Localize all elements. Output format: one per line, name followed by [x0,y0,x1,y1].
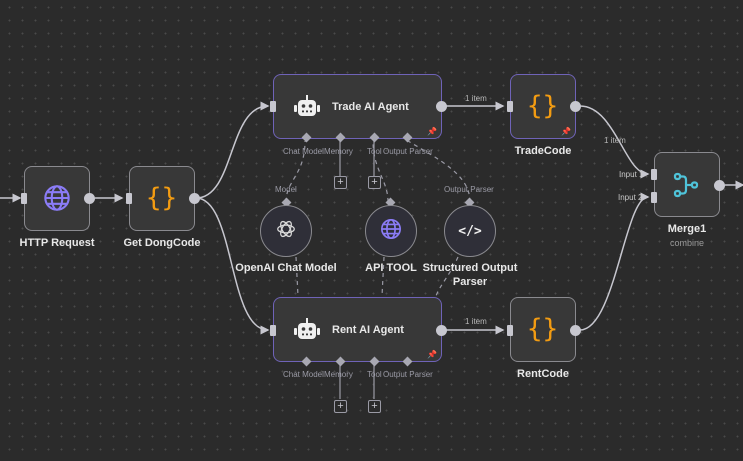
input-port[interactable] [507,325,513,336]
code-braces-icon: {} [526,314,559,344]
edge-getdongcode-to-trade [195,101,270,199]
output-port[interactable] [436,325,447,336]
add-tool-button[interactable]: + [368,400,381,413]
input-label: Input 1 [619,170,644,179]
port-label: Output Parser [383,147,433,156]
input-port[interactable] [507,101,513,112]
port-label: Memory [324,370,353,379]
node-label: API TOOL [365,262,417,274]
port-label: Memory [324,147,353,156]
edge-parser-to-rent [435,256,459,297]
node-rent-ai-agent[interactable]: Rent AI Agent 📌 [273,297,442,362]
node-openai-chat-model[interactable] [260,205,312,257]
node-trade-ai-agent[interactable]: Trade AI Agent 📌 [273,74,442,139]
pin-icon: 📌 [427,350,437,359]
output-port[interactable] [570,101,581,112]
node-label: Structured Output Parser [422,262,518,288]
node-rentcode[interactable]: {} [510,297,576,362]
node-title: Trade AI Agent [332,101,409,113]
node-structured-output-parser[interactable]: </> [444,205,496,257]
add-tool-button[interactable]: + [368,176,381,189]
pin-icon: 📌 [427,127,437,136]
output-port[interactable] [189,193,200,204]
node-label: Merge1 [667,223,707,235]
node-label: TradeCode [514,145,572,157]
edge-label-items: 1 item [465,94,487,103]
output-port[interactable] [84,193,95,204]
output-port[interactable] [570,325,581,336]
edge-tool-to-rent [381,256,385,297]
robot-icon [292,93,322,121]
node-http-request[interactable] [24,166,90,231]
input-port-1[interactable] [651,169,657,180]
edge-parser-to-trade [407,140,471,203]
openai-icon [275,218,297,245]
merge-icon [672,170,702,200]
node-subtitle: combine [669,238,705,248]
globe-icon [380,218,402,245]
globe-icon [42,183,72,213]
code-braces-icon: {} [145,183,178,213]
input-port[interactable] [21,193,27,204]
edge-label-items: 1 item [604,136,626,145]
edge-rentcode-to-merge [579,192,650,331]
port-label: Tool [367,147,382,156]
port-label: Chat Model [283,147,324,156]
robot-icon [292,316,322,344]
edge-model-to-trade [285,140,306,203]
add-memory-button[interactable]: + [334,176,347,189]
edge-label-items: 1 item [465,317,487,326]
edge-tradecode-to-merge [579,105,650,179]
pin-icon: 📌 [561,127,571,136]
node-label: OpenAI Chat Model [235,262,337,274]
edge-getdongcode-to-rent [195,197,270,335]
node-api-tool[interactable] [365,205,417,257]
node-title: Rent AI Agent [332,324,404,336]
input-port[interactable] [270,101,276,112]
node-label: RentCode [517,368,569,380]
port-label: Output Parser [444,185,494,194]
node-merge1[interactable] [654,152,720,217]
input-port-2[interactable] [651,192,657,203]
input-port[interactable] [126,193,132,204]
node-get-dongcode[interactable]: {} [129,166,195,231]
output-port[interactable] [436,101,447,112]
input-port[interactable] [270,325,276,336]
add-memory-button[interactable]: + [334,400,347,413]
code-braces-icon: {} [526,91,559,121]
code-tag-icon: </> [458,223,482,239]
port-label: Output Parser [383,370,433,379]
input-label: Input 2 [618,193,643,202]
node-label: Get DongCode [123,237,201,249]
node-tradecode[interactable]: {} 📌 [510,74,576,139]
port-label: Model [275,185,297,194]
port-label: Chat Model [283,370,324,379]
output-port[interactable] [714,180,725,191]
edge-model-to-rent [295,256,299,297]
port-label: Tool [367,370,382,379]
node-label: HTTP Request [19,237,95,249]
